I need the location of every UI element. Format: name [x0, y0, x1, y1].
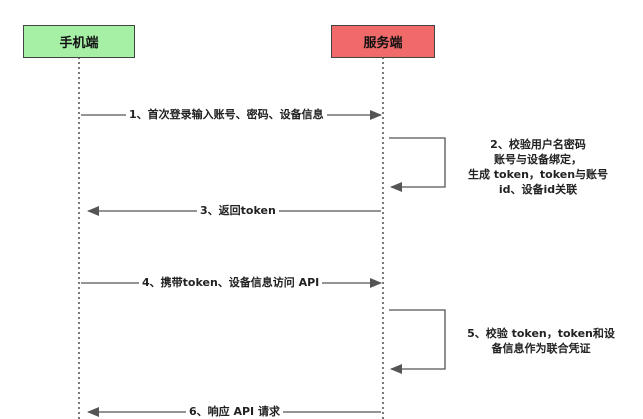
message-label-6: 6、响应 API 请求 [186, 405, 283, 419]
participant-client-label: 手机端 [59, 36, 99, 51]
self-call-2-line-4: id、设备id关联 [498, 183, 578, 196]
self-call-arrow-2 [389, 137, 446, 192]
self-call-2-line-3: 生成 token，token与账号 [467, 168, 609, 181]
self-call-label-2: 2、校验用户名密码 账号与设备绑定， 生成 token，token与账号 id、… [458, 137, 618, 197]
self-call-5-line-1: 5、校验 token，token和设 [467, 327, 615, 340]
self-call-label-5: 5、校验 token，token和设 备信息作为联合凭证 [456, 326, 626, 356]
self-call-2-line-2: 账号与设备绑定， [494, 153, 582, 166]
participant-client: 手机端 [23, 25, 135, 58]
message-label-4: 4、携带token、设备信息访问 API [139, 276, 323, 290]
message-label-1: 1、首次登录输入账号、密码、设备信息 [126, 108, 327, 122]
message-label-3: 3、返回token [197, 204, 279, 218]
self-call-5-line-2: 备信息作为联合凭证 [491, 342, 591, 355]
self-call-2-line-1: 2、校验用户名密码 [490, 138, 586, 151]
participant-server: 服务端 [331, 25, 435, 58]
participant-server-label: 服务端 [363, 36, 403, 51]
self-call-arrow-5 [389, 309, 446, 374]
